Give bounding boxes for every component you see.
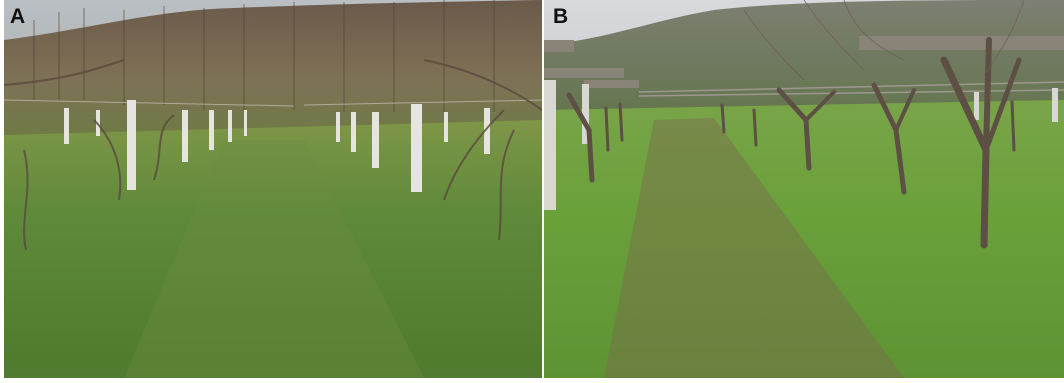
panel-a-photo: A <box>4 0 542 378</box>
panel-b-photo: B <box>544 0 1064 378</box>
panel-a-label: A <box>10 5 26 28</box>
orchard-photo-a <box>4 0 542 378</box>
orchard-photo-b <box>544 0 1064 378</box>
panel-b-label: B <box>553 5 569 28</box>
